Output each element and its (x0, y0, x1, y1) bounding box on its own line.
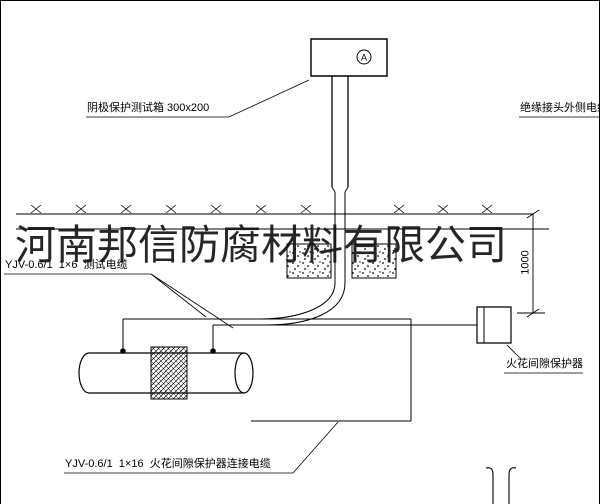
connect-cable-leader (64, 422, 338, 473)
test-cable-leaders (4, 274, 233, 328)
test-box-leader (86, 80, 309, 117)
protector-leader (507, 345, 520, 358)
concrete-blocks (287, 244, 396, 278)
watermark-text: 河南邦信防腐材料有限公司 (15, 221, 507, 269)
label-test-box: 阴极保护测试箱 300x200 (87, 102, 210, 114)
dimension-line (517, 210, 545, 317)
label-test-cable: YJV-0.6/1 1×6 测试电缆 (5, 259, 128, 271)
test-box: A (311, 39, 387, 76)
ground-line (16, 204, 533, 214)
meter-letter-icon: A (361, 53, 367, 63)
pipe-riser-symbol-icon (486, 468, 516, 504)
conduit-riser (332, 76, 348, 283)
insulating-joint (151, 347, 187, 399)
pipeline (79, 347, 253, 399)
label-outer-cable: 绝缘接头外侧电缆 (520, 102, 600, 114)
dimension-text: 1000 (519, 250, 532, 275)
spark-gap-protector (477, 307, 511, 343)
label-spark-gap: 火花间隙保护器 (506, 358, 583, 370)
label-connect-cable: YJV-0.6/1 1×16 火花间隙保护器连接电缆 (65, 458, 271, 470)
